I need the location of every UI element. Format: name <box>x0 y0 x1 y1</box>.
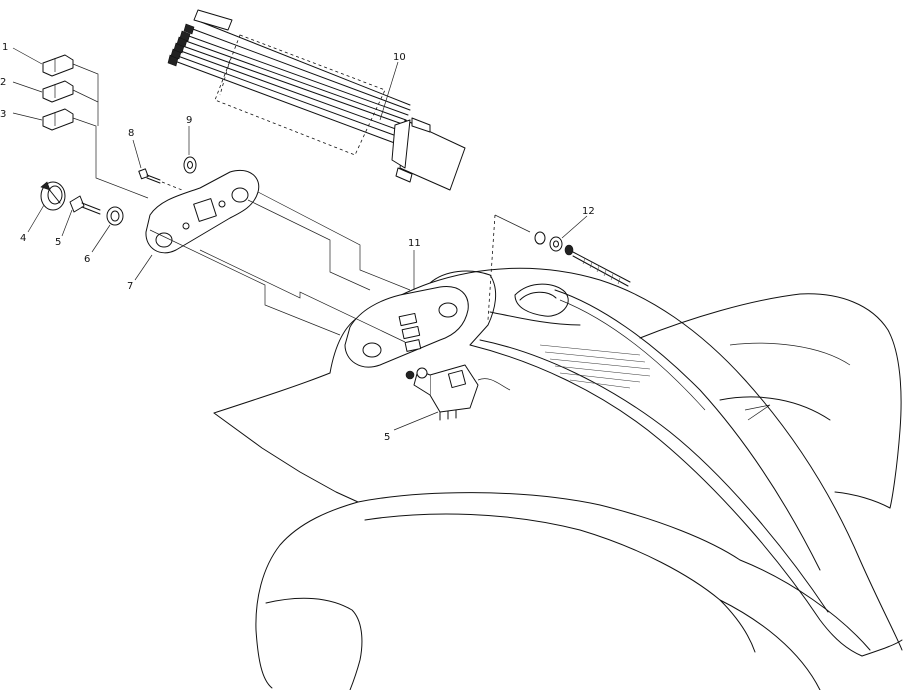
callout-5-key: 5 <box>55 237 61 248</box>
callout-labels: 1 2 3 4 5 5 6 7 8 9 10 11 12 <box>0 42 595 443</box>
callout-9: 9 <box>186 115 192 126</box>
wire-harness <box>167 9 466 191</box>
callout-2: 2 <box>0 77 6 88</box>
console-plate-mounted <box>344 286 469 368</box>
callout-7: 7 <box>127 281 133 292</box>
switch-assembly <box>405 364 511 421</box>
bolt-assembly <box>534 231 631 287</box>
screw <box>138 168 183 191</box>
nut-ring <box>106 206 124 226</box>
callout-8: 8 <box>128 128 134 139</box>
console-plate-exploded <box>145 170 260 254</box>
front-fender <box>213 214 903 691</box>
indicator-lenses <box>42 54 149 199</box>
callout-5-switch: 5 <box>384 432 390 443</box>
washer <box>183 156 197 174</box>
callout-4: 4 <box>20 233 26 244</box>
callout-1: 1 <box>2 42 8 53</box>
assembly-leader-lines <box>149 191 411 343</box>
callout-6: 6 <box>84 254 90 265</box>
callout-12: 12 <box>582 206 595 217</box>
callout-3: 3 <box>0 109 6 120</box>
key-switch <box>40 181 66 211</box>
callout-10: 10 <box>393 52 406 63</box>
callout-11: 11 <box>408 238 421 249</box>
key <box>69 195 101 215</box>
callout-leaders <box>12 47 588 431</box>
